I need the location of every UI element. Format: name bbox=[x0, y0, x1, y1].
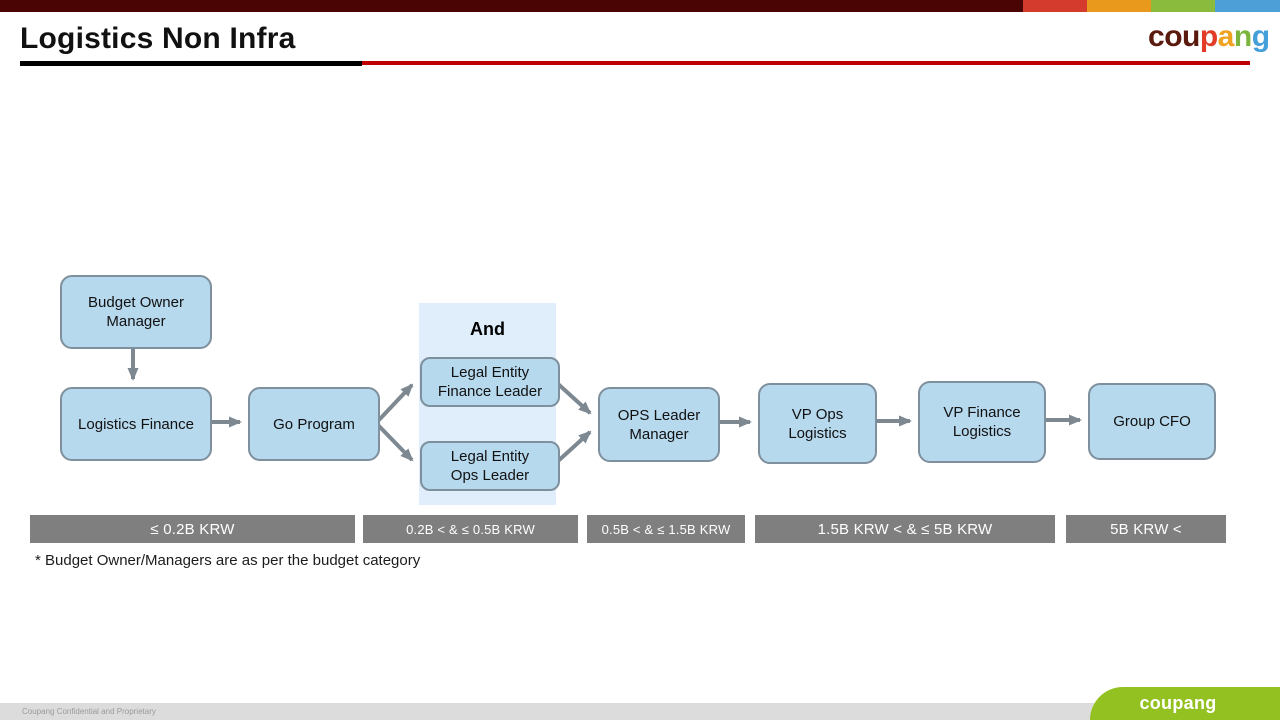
arrow-go-to-legal-finance bbox=[376, 383, 414, 423]
node-group-cfo: Group CFO bbox=[1088, 383, 1216, 460]
footer-strip: Coupang Confidential and Proprietary bbox=[0, 703, 1280, 720]
threshold-bar-1: ≤ 0.2B KRW bbox=[30, 515, 355, 543]
page-title: Logistics Non Infra bbox=[20, 22, 296, 55]
logo-letter: a bbox=[1217, 20, 1235, 53]
logo-letter: c bbox=[1148, 20, 1165, 53]
arrow-legal-ops-to-ops bbox=[555, 430, 592, 464]
coupang-logo: coupang bbox=[1148, 20, 1270, 54]
topbar-segment-maroon bbox=[0, 0, 1023, 12]
arrow-legal-finance-to-ops bbox=[555, 381, 592, 415]
confidential-text: Coupang Confidential and Proprietary bbox=[22, 707, 156, 716]
node-go-program: Go Program bbox=[248, 387, 380, 461]
node-logistics-finance: Logistics Finance bbox=[60, 387, 212, 461]
title-underline-black bbox=[20, 61, 362, 66]
node-legal-entity-ops-leader: Legal Entity Ops Leader bbox=[420, 441, 560, 491]
node-legal-entity-finance-leader: Legal Entity Finance Leader bbox=[420, 357, 560, 407]
threshold-bar-3: 0.5B < & ≤ 1.5B KRW bbox=[587, 515, 745, 543]
logo-letter: n bbox=[1233, 20, 1252, 53]
topbar-segment-blue bbox=[1215, 0, 1280, 12]
logo-letter: g bbox=[1251, 20, 1270, 53]
logo-letter: o bbox=[1164, 20, 1183, 53]
and-label: And bbox=[470, 319, 505, 339]
node-budget-owner-manager: Budget Owner Manager bbox=[60, 275, 212, 349]
topbar-segment-green bbox=[1151, 0, 1215, 12]
arrow-go-to-legal-ops bbox=[376, 423, 414, 462]
top-color-bar bbox=[0, 0, 1280, 12]
footnote: * Budget Owner/Managers are as per the b… bbox=[35, 552, 421, 569]
node-ops-leader-manager: OPS Leader Manager bbox=[598, 387, 720, 462]
topbar-segment-orange bbox=[1087, 0, 1151, 12]
node-vp-finance-logistics: VP Finance Logistics bbox=[918, 381, 1046, 463]
title-underline-red bbox=[362, 61, 1250, 65]
footer-brand-block: coupang bbox=[1090, 687, 1280, 720]
threshold-bar-4: 1.5B KRW < & ≤ 5B KRW bbox=[755, 515, 1055, 543]
footer-coupang-wordmark: coupang bbox=[1139, 693, 1217, 713]
topbar-segment-red bbox=[1023, 0, 1087, 12]
logo-letter: u bbox=[1182, 20, 1200, 53]
node-vp-ops-logistics: VP Ops Logistics bbox=[758, 383, 877, 464]
logo-letter: p bbox=[1199, 20, 1218, 53]
threshold-bar-2: 0.2B < & ≤ 0.5B KRW bbox=[363, 515, 578, 543]
threshold-bar-5: 5B KRW < bbox=[1066, 515, 1226, 543]
